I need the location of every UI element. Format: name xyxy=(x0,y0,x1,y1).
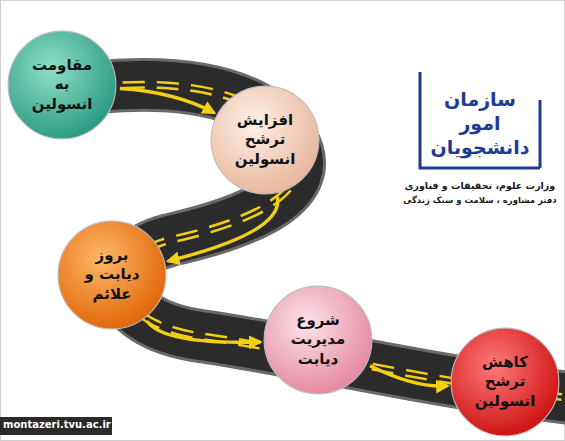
stage-label: کاهش ترشح انسولین xyxy=(466,353,544,412)
logo-stroke xyxy=(420,72,540,168)
flow-arrow xyxy=(370,366,447,386)
stage-label: شروع مدیریت دیابت xyxy=(279,311,357,370)
flow-arrow xyxy=(120,89,214,113)
flow-arrow xyxy=(147,321,260,342)
circle-fill xyxy=(264,286,372,394)
stage-circle: مقاومت به انسولین xyxy=(7,30,117,140)
logo-text: دفتر مشاوره ، سلامت و سبک زندگی xyxy=(403,195,556,205)
watermark: montazeri.tvu.ac.ir xyxy=(3,419,111,430)
logo-stroke xyxy=(539,100,542,168)
stage-label: بروز دیابت و علائم xyxy=(73,246,151,305)
stage-circle: افزایش ترشح انسولین xyxy=(210,85,320,195)
circle-fill xyxy=(8,31,116,139)
stage-circle: شروع مدیریت دیابت xyxy=(263,285,373,395)
watermark-bar xyxy=(0,417,112,435)
logo-frame xyxy=(420,72,540,168)
circle-fill xyxy=(211,86,319,194)
stage-circle: کاهش ترشح انسولین xyxy=(450,327,560,437)
stage-circle: بروز دیابت و علائم xyxy=(57,220,167,330)
circle-fill xyxy=(58,221,166,329)
flow-arrow xyxy=(168,197,278,261)
stage-label: افزایش ترشح انسولین xyxy=(226,111,304,170)
logo-text: سازمان امور دانشجویان xyxy=(424,88,536,159)
stage-label: مقاومت به انسولین xyxy=(23,56,101,115)
circle-fill xyxy=(451,328,559,436)
logo-text: وزارت علوم، تحقیقات و فناوری xyxy=(405,180,556,191)
